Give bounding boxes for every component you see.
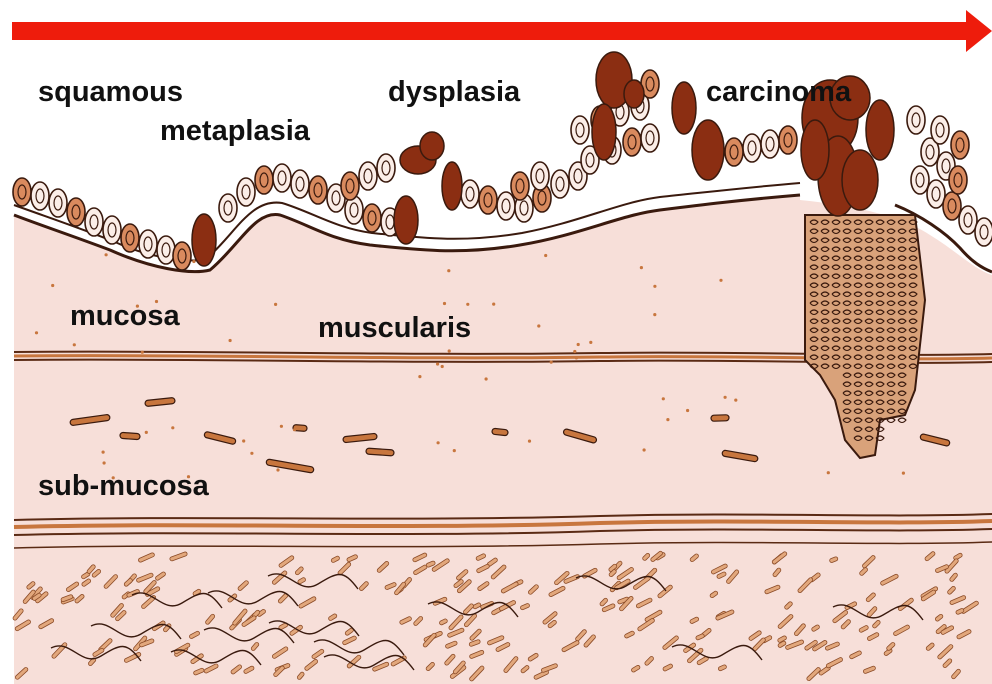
- epithelial-cell: [911, 166, 929, 194]
- dysplastic-cell: [420, 132, 444, 160]
- label-carcinoma: carcinoma: [706, 78, 851, 107]
- label-dysplasia: dysplasia: [388, 78, 520, 107]
- epithelial-cell: [309, 176, 327, 204]
- epithelial-cell: [725, 138, 743, 166]
- epithelial-cell: [779, 126, 797, 154]
- epithelial-cell: [103, 216, 121, 244]
- epithelial-cell: [377, 154, 395, 182]
- dysplastic-cell: [192, 214, 216, 266]
- epithelial-cell: [951, 131, 969, 159]
- epithelial-cell: [341, 172, 359, 200]
- epithelial-cell: [943, 192, 961, 220]
- epithelial-cell: [461, 180, 479, 208]
- dysplastic-cell: [866, 100, 894, 160]
- dysplastic-cell: [842, 150, 878, 210]
- epithelial-cell: [291, 170, 309, 198]
- epithelial-cell: [511, 172, 529, 200]
- epithelial-cell: [31, 182, 49, 210]
- epithelial-cell: [949, 166, 967, 194]
- epithelial-cell: [13, 178, 31, 206]
- epithelial-cell: [641, 124, 659, 152]
- epithelial-cell: [49, 189, 67, 217]
- epithelial-cell: [363, 204, 381, 232]
- epithelial-cell: [157, 236, 175, 264]
- label-squamous: squamous: [38, 78, 183, 107]
- dysplastic-cell: [672, 82, 696, 134]
- epithelial-cell: [623, 128, 641, 156]
- epithelial-cell: [479, 186, 497, 214]
- label-muscularis: muscularis: [318, 314, 471, 343]
- label-submucosa: sub-mucosa: [38, 472, 209, 501]
- epithelial-cell: [237, 178, 255, 206]
- dysplastic-cell: [442, 162, 462, 210]
- epithelial-cell: [907, 106, 925, 134]
- dysplastic-cell: [692, 120, 724, 180]
- label-metaplasia: metaplasia: [160, 117, 310, 146]
- epithelial-cell: [531, 162, 549, 190]
- epithelial-cell: [359, 162, 377, 190]
- epithelial-cell: [67, 198, 85, 226]
- epithelial-cell: [273, 164, 291, 192]
- epithelial-cell: [551, 170, 569, 198]
- epithelial-cell: [497, 192, 515, 220]
- dysplastic-cell: [394, 196, 418, 244]
- epithelial-cell: [931, 116, 949, 144]
- progression-arrow: [12, 10, 992, 52]
- epithelial-cell: [255, 166, 273, 194]
- epithelial-cell: [219, 194, 237, 222]
- epithelial-cell: [761, 130, 779, 158]
- epithelial-cell: [975, 218, 992, 246]
- epithelial-cell: [571, 116, 589, 144]
- epithelial-cell: [743, 134, 761, 162]
- epithelial-cell: [121, 224, 139, 252]
- epithelial-cell: [139, 230, 157, 258]
- dysplastic-cell: [592, 104, 616, 160]
- dysplastic-cell: [801, 120, 829, 180]
- epithelial-cell: [173, 242, 191, 270]
- epithelial-cell: [85, 208, 103, 236]
- dysplastic-cell: [624, 80, 644, 108]
- label-mucosa: mucosa: [70, 302, 180, 331]
